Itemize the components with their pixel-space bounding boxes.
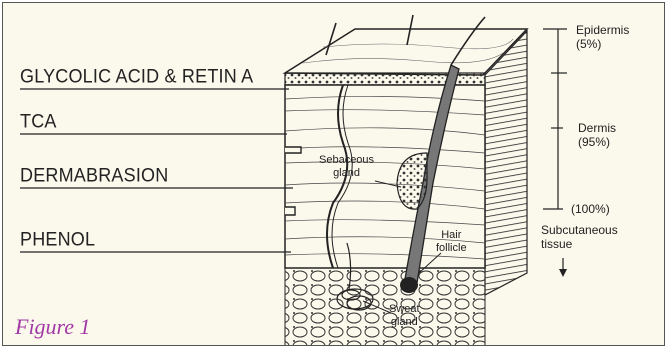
treatment-label-tca: TCA xyxy=(20,110,57,133)
hair-follicle-line1: Hair xyxy=(436,229,467,242)
treatment-label-dermabrasion: DERMABRASION xyxy=(20,164,168,187)
hair-follicle-label: Hair follicle xyxy=(436,229,467,255)
treatment-label-glycolic: GLYCOLIC ACID & RETIN A xyxy=(20,65,253,88)
down-arrow-icon xyxy=(559,269,567,277)
skin-side-face xyxy=(485,31,527,295)
subcutaneous-label: Subcutaneous tissue xyxy=(541,223,618,251)
figure-caption: Figure 1 xyxy=(15,314,91,340)
epidermis-label: Epidermis (5%) xyxy=(576,23,629,51)
sweat-gland-label: Sweat gland xyxy=(389,303,420,329)
skin-top-surface xyxy=(285,29,527,75)
dermis-percent: (95%) xyxy=(578,135,616,149)
hair-follicle-line2: follicle xyxy=(436,242,467,255)
epidermis-percent: (5%) xyxy=(576,37,629,51)
subcutaneous-line1: Subcutaneous xyxy=(541,223,618,237)
subcutaneous-fat xyxy=(285,268,485,346)
sebaceous-line1: Sebaceous xyxy=(319,154,374,167)
treatment-label-phenol: PHENOL xyxy=(20,228,95,251)
figure-frame: GLYCOLIC ACID & RETIN A TCA DERMABRASION… xyxy=(2,2,665,346)
dermis-name: Dermis xyxy=(578,121,616,135)
dermis-label: Dermis (95%) xyxy=(578,121,616,149)
sweat-gland-line1: Sweat xyxy=(389,303,420,316)
epidermis-name: Epidermis xyxy=(576,23,629,37)
subcutaneous-line2: tissue xyxy=(541,237,618,251)
sweat-gland-line2: gland xyxy=(389,316,420,329)
sebaceous-gland-label: Sebaceous gland xyxy=(319,154,374,180)
total-percent-label: (100%) xyxy=(571,202,610,216)
sebaceous-line2: gland xyxy=(319,167,374,180)
